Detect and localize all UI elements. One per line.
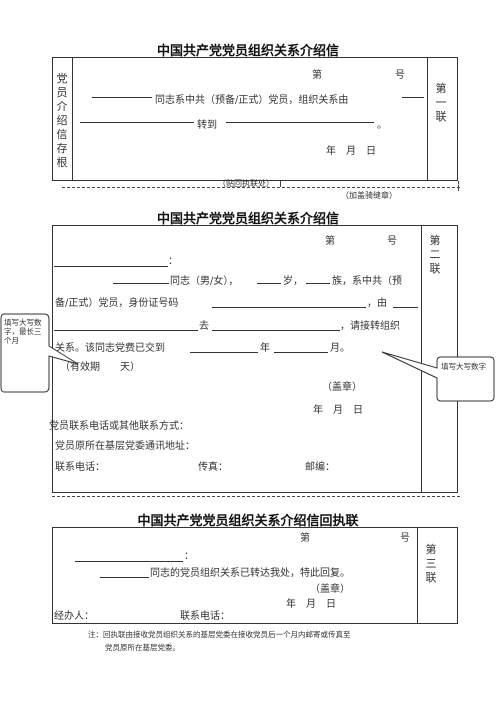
section2-line1-c: 族，系中共（预 — [332, 276, 402, 287]
section2-fax: 传真： — [198, 462, 228, 473]
section1-seam-edge — [458, 181, 459, 191]
section2-date: 年 月 日 — [313, 405, 363, 416]
note-line2: 党员原所在基层党委。 — [105, 643, 180, 652]
section2-no-hao: 号 — [387, 236, 397, 247]
section1-seam-note2: （加盖骑缝章） — [341, 191, 397, 200]
section1-line1: 同志系中共（预备/正式）党员，组织关系由 — [155, 95, 349, 106]
section1-seam-note1: （贴回执联处） — [218, 179, 274, 188]
section2-line2-b: ，由 — [367, 298, 387, 309]
section1-left-divider — [72, 57, 73, 181]
section2-line1-b: 岁， — [283, 276, 303, 287]
section1-seam-tick — [280, 181, 281, 187]
section1-line2-end: 。 — [377, 120, 387, 131]
section2-age-blank[interactable] — [257, 283, 281, 284]
section1-title: 中国共产党党员组织关系介绍信 — [156, 44, 339, 59]
section3-handler: 经办人： — [54, 611, 94, 622]
section1-date: 年 月 日 — [326, 146, 376, 157]
section2-dues-year-blank[interactable] — [190, 352, 258, 353]
section2-seam-dashline — [52, 496, 460, 497]
section1-frame — [52, 57, 458, 181]
section3-title: 中国共产党党员组织关系介绍信回执联 — [137, 514, 359, 529]
section1-from-org-blank[interactable] — [80, 122, 194, 123]
section3-name-blank[interactable] — [100, 577, 149, 578]
section2-line3-a: 去 — [199, 321, 209, 332]
section2-colon: ： — [168, 256, 178, 267]
section3-recipient-blank[interactable] — [75, 561, 183, 562]
section2-recipient-blank[interactable] — [54, 266, 168, 267]
section2-validity: （有效期 天） — [60, 362, 140, 373]
section2-contact: 党员联系电话或其他联系方式： — [49, 421, 189, 432]
section3-copy-label: 第三联 — [425, 543, 437, 584]
section2-no-di: 第 — [325, 236, 335, 247]
section1-to-org-blank[interactable] — [226, 122, 374, 123]
note-line1: 注：回执联由接收党员组织关系的基层党委在接收党员后一个月内邮寄或传真至 — [88, 630, 351, 639]
section2-to-org-blank[interactable] — [212, 330, 340, 331]
section2-line3-b: ，请接转组织 — [340, 321, 400, 332]
section2-from-blank[interactable] — [393, 307, 418, 308]
section3-no-hao: 号 — [400, 533, 410, 544]
section2-line4-a: 关系。该同志党费已交到 — [55, 343, 165, 354]
callout-left-bubble — [0, 313, 79, 393]
section1-no-di: 第 — [312, 70, 322, 81]
section1-from-blank[interactable] — [402, 97, 424, 98]
section1-line2-prefix: 转到 — [197, 120, 217, 131]
section2-line4-c: 月。 — [330, 343, 350, 354]
section1-seam-dashline — [62, 187, 460, 188]
section3-frame — [52, 527, 458, 624]
section2-ethnicity-blank[interactable] — [306, 283, 330, 284]
section2-dues-month-blank[interactable] — [274, 352, 328, 353]
section2-line1-a: 同志（男/女）， — [170, 276, 239, 287]
section3-right-divider — [417, 527, 418, 624]
section3-no-di: 第 — [300, 533, 310, 544]
callout-left-text: 填写大写数字，最长三个月 — [4, 318, 42, 345]
section2-phone: 联系电话： — [55, 462, 105, 473]
callout-bubbles — [0, 313, 495, 402]
section2-right-divider — [421, 225, 422, 493]
section1-side-label: 党员介绍信存根 — [56, 72, 68, 169]
section3-seal: （盖章） — [310, 584, 350, 595]
section1-copy-label: 第一联 — [435, 82, 447, 123]
section2-title: 中国共产党党员组织关系介绍信 — [156, 212, 339, 227]
section3-date: 年 月 日 — [286, 599, 336, 610]
section2-postcode: 邮编： — [305, 462, 335, 473]
section2-name-blank[interactable] — [113, 283, 169, 284]
section3-colon: ： — [184, 551, 194, 562]
section1-name-blank[interactable] — [92, 97, 152, 98]
section2-from-org-blank[interactable] — [54, 330, 198, 331]
section2-address: 党员原所在基层党委通讯地址： — [55, 441, 195, 452]
callout-right-text: 填写大写数字 — [441, 362, 486, 371]
section2-id-blank[interactable] — [212, 307, 366, 308]
section2-seal: （盖章） — [322, 382, 362, 393]
section1-no-hao: 号 — [395, 70, 405, 81]
callout-right-bubble — [381, 351, 495, 402]
section3-phone: 联系电话： — [180, 611, 230, 622]
section3-line1: 同志的党员组织关系已转达我处，特此回复。 — [150, 568, 350, 579]
section1-right-divider — [427, 57, 428, 181]
section2-line2-a: 备/正式）党员，身份证号码 — [55, 298, 179, 309]
section2-copy-label: 第二联 — [429, 234, 441, 275]
section2-line4-b: 年 — [260, 343, 270, 354]
